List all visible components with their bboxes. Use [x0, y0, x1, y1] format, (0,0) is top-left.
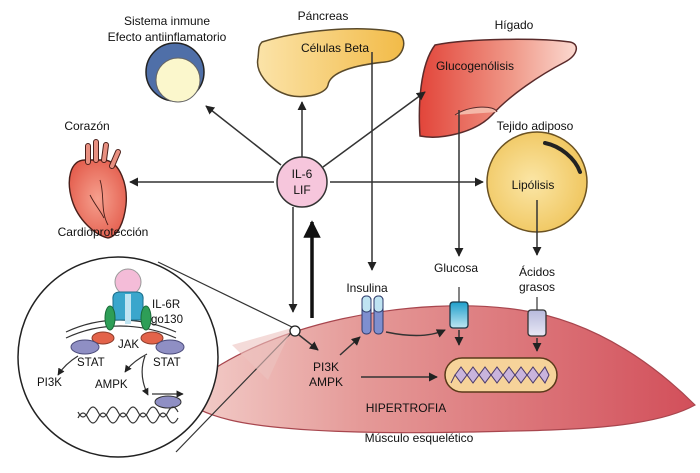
junction-node — [289, 325, 301, 337]
heart-caption: Cardioprotección — [58, 225, 149, 239]
hypertrophy-label: HIPERTROFIA — [366, 401, 446, 415]
adipose-inner-label: Lipólisis — [512, 178, 555, 192]
immune-title-1: Sistema inmune — [124, 14, 210, 28]
arrow-to-immune — [205, 105, 282, 166]
stat-to-dna-arrow — [141, 355, 149, 396]
arrow-insulin-to-glucose-transporter — [385, 329, 446, 338]
muscle-pi3k-label: PI3K — [313, 360, 339, 374]
pancreas-inner-label: Células Beta — [301, 41, 369, 55]
muscle-ampk-label: AMPK — [309, 375, 343, 389]
inset-membrane-inner — [65, 325, 177, 339]
pancreas-shape — [256, 28, 405, 98]
insulin-receptor — [361, 295, 384, 335]
jak-left — [91, 331, 115, 345]
center-label-1: IL-6 — [292, 167, 313, 181]
insulin-label: Insulina — [346, 281, 388, 295]
inset-ampk-label: AMPK — [95, 379, 128, 391]
glucose-label: Glucosa — [434, 261, 478, 275]
inset-stat-left-label: STAT — [77, 357, 105, 369]
adipose-title: Tejido adiposo — [497, 119, 574, 133]
mitochondrion-cristae — [450, 366, 550, 384]
heart-title: Corazón — [64, 119, 109, 133]
stat-to-pi3k-arrow — [57, 355, 79, 376]
fatty-acids-label-2: grasos — [519, 280, 555, 294]
muscle-caption: Músculo esquelético — [365, 431, 474, 445]
pancreas-title: Páncreas — [298, 9, 349, 23]
stat-on-dna — [154, 395, 182, 409]
glucose-transporter — [449, 301, 469, 329]
inset-zoom-wedge — [232, 328, 292, 380]
gp130-stem — [125, 294, 131, 324]
inset-pi3k-label: PI3K — [37, 377, 62, 389]
immune-cell-nucleus — [155, 57, 201, 103]
arrow-junction-to-pi3k — [298, 334, 319, 351]
immune-title-2: Efecto antiinflamatorio — [108, 30, 227, 44]
inset-jak-label: JAK — [118, 339, 139, 351]
inset-receptor-label-1: IL-6R — [152, 299, 180, 311]
stat-right-protein — [155, 339, 185, 355]
adipose-nucleus — [543, 141, 582, 174]
jak-right — [140, 331, 164, 345]
center-label-2: LIF — [293, 183, 310, 197]
inset-zoom-line-top — [157, 261, 295, 329]
stat-to-ampk-arrow — [124, 353, 148, 373]
dna-strand-1 — [77, 412, 179, 424]
arrow-pi3k-to-insulin-receptor — [339, 336, 361, 356]
heart-icon — [68, 139, 127, 239]
il6-ligand — [114, 268, 142, 296]
liver-title: Hígado — [495, 18, 534, 32]
fatty-acid-transporter — [527, 309, 547, 337]
fatty-acids-label-1: Ácidos — [519, 264, 555, 279]
il6-lif-node — [276, 156, 328, 208]
gp130-left — [104, 305, 116, 331]
stat-left-protein — [70, 339, 100, 355]
liver-inner-label: Glucogenólisis — [436, 59, 514, 73]
inset-stat-right-label: STAT — [153, 357, 181, 369]
dna-strand-2 — [77, 406, 179, 418]
inset-receptor-label-2: go130 — [151, 314, 183, 326]
arrow-to-liver — [322, 91, 426, 168]
gp130-right — [140, 305, 152, 331]
skeletal-muscle-cell — [179, 305, 696, 434]
